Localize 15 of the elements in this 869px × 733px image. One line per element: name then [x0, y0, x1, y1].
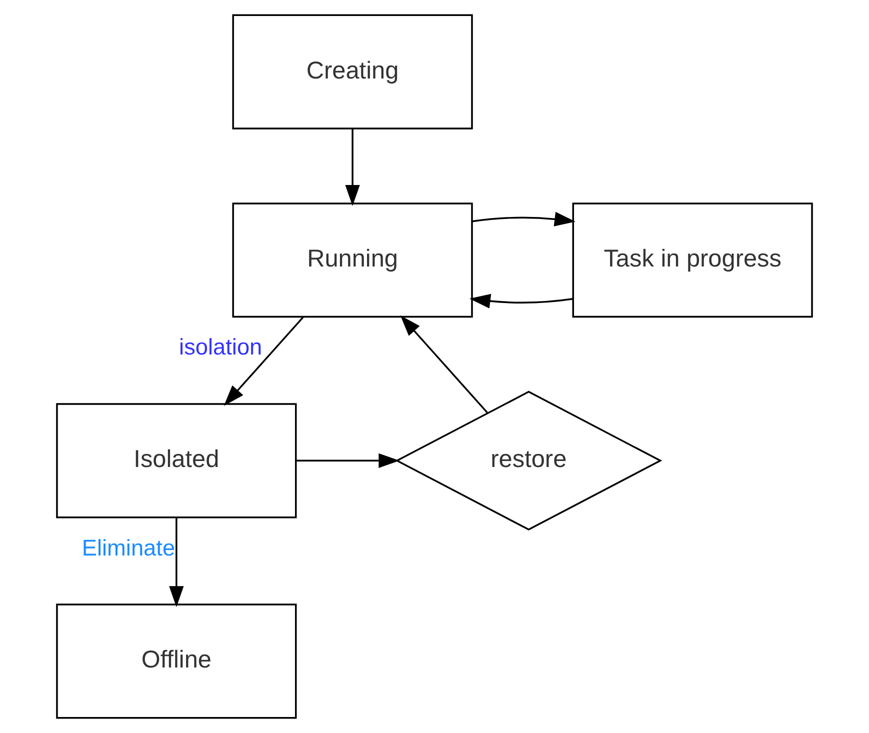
arrow: [169, 518, 184, 608]
arrow: [400, 315, 488, 414]
arrow: [224, 316, 304, 406]
node-box: Creating: [232, 14, 473, 130]
arrow: [345, 128, 360, 206]
node-box: Isolated: [56, 403, 297, 518]
node-box: Running: [232, 202, 473, 318]
arrow: [296, 453, 400, 468]
node-box: Task in progress: [572, 202, 813, 318]
arrow: [472, 212, 576, 226]
node-diamond: restore: [395, 390, 662, 531]
edge-label: isolation: [179, 333, 262, 360]
node-box: Offline: [56, 604, 297, 719]
edge-label: Eliminate: [82, 534, 176, 560]
arrow: [469, 294, 573, 308]
